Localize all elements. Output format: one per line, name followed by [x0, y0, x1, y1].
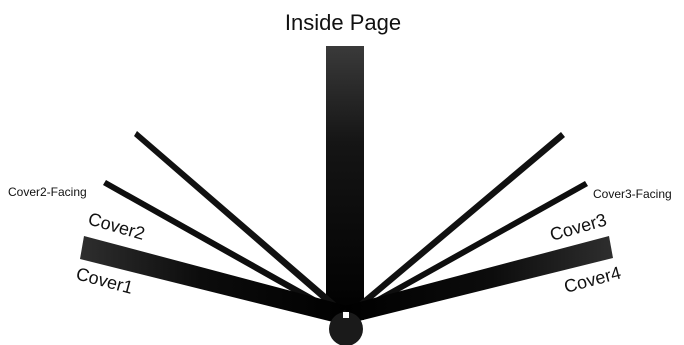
spine-notch: [343, 312, 349, 318]
inside-page-title: Inside Page: [285, 10, 401, 35]
cover2-facing-label: Cover2-Facing: [8, 185, 87, 199]
inside-page: [326, 46, 364, 320]
cover3-facing-label: Cover3-Facing: [593, 187, 672, 201]
cover2-label: Cover2: [86, 209, 147, 244]
